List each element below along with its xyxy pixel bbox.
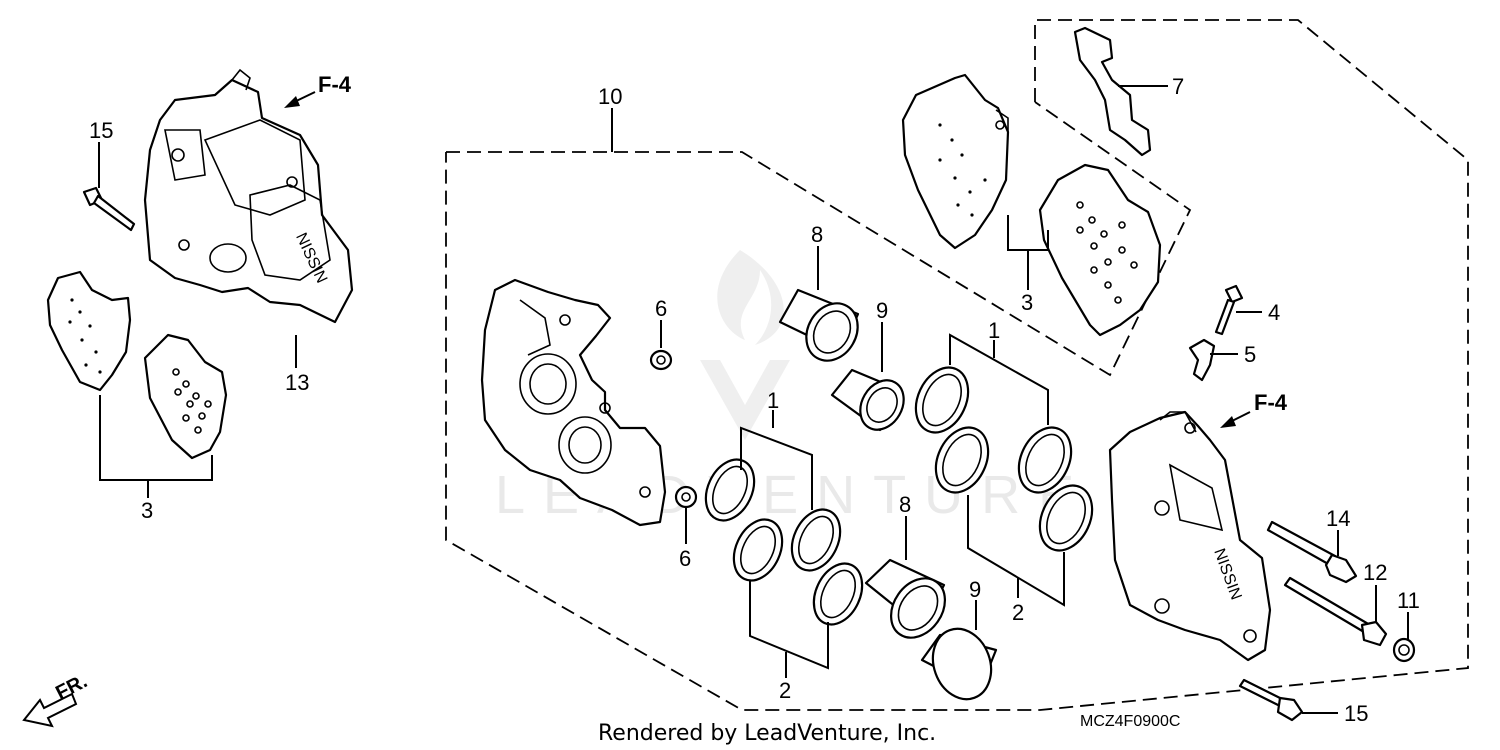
callout-11: 11: [1397, 588, 1420, 613]
reference-arrow-left: F-4: [284, 72, 352, 108]
leader-lines: [98, 85, 1409, 714]
caliper-body-center[interactable]: [480, 278, 667, 527]
piston-8-upper[interactable]: [778, 288, 868, 370]
seal-2-left-b[interactable]: [805, 556, 872, 633]
callout-13: 13: [285, 370, 309, 395]
right-caliper[interactable]: NISSIN: [1108, 410, 1272, 662]
callout-3-right: 3: [1021, 290, 1033, 315]
bolt-15-right[interactable]: [1238, 678, 1304, 722]
assembly-outline-10: [445, 19, 1469, 711]
brake-pad-right-rear[interactable]: [1038, 163, 1162, 337]
left-caliper-13[interactable]: NISSIN: [143, 68, 354, 324]
reference-label-right: F-4: [1254, 390, 1288, 415]
front-label: FR.: [52, 670, 91, 704]
bolt-14[interactable]: [1266, 520, 1358, 584]
callout-1-left: 1: [767, 388, 779, 413]
callout-4: 4: [1268, 300, 1280, 325]
callout-6-upper: 6: [655, 296, 667, 321]
callout-1-right: 1: [988, 318, 1000, 343]
callout-3-left: 3: [141, 498, 153, 523]
callout-8-upper: 8: [811, 222, 823, 247]
pad-spring-7[interactable]: [1073, 26, 1152, 157]
callout-5: 5: [1244, 342, 1256, 367]
nut-6-lower[interactable]: [674, 485, 698, 509]
callout-2-right: 2: [1012, 600, 1024, 625]
callout-15-left: 15: [89, 118, 113, 143]
callout-10: 10: [598, 84, 622, 109]
callout-2-left: 2: [779, 678, 791, 703]
callout-9-upper: 9: [876, 298, 888, 323]
callout-9-lower: 9: [969, 577, 981, 602]
piston-9-upper[interactable]: [830, 368, 912, 438]
reference-arrow-right: F-4: [1220, 390, 1288, 428]
piston-9-lower[interactable]: [920, 621, 1001, 708]
seal-1-right-b[interactable]: [1009, 419, 1081, 501]
callout-8-lower: 8: [899, 492, 911, 517]
callout-7: 7: [1172, 74, 1184, 99]
brake-pad-left-front[interactable]: [46, 270, 132, 392]
brake-pad-left-rear[interactable]: [143, 333, 228, 460]
seal-2-right-b[interactable]: [1030, 477, 1102, 559]
callout-6-lower: 6: [679, 546, 691, 571]
front-direction-indicator: FR.: [22, 670, 91, 728]
pin-clip-5[interactable]: [1188, 338, 1216, 382]
seal-1-right-a[interactable]: [906, 359, 978, 441]
seal-1-left-a[interactable]: [697, 452, 764, 529]
footer-credit: Rendered by LeadVenture, Inc.: [598, 721, 936, 746]
nut-6-upper[interactable]: [649, 349, 673, 371]
callout-15-right: 15: [1344, 701, 1368, 726]
pad-pin-4[interactable]: [1214, 284, 1244, 336]
callout-12: 12: [1363, 560, 1387, 585]
bolt-15-left[interactable]: [82, 186, 136, 232]
callout-numbers: 15 13 3 10 6 6 8 9 1 2 1 2 8 9 3 7 4 5 1…: [89, 74, 1420, 726]
seal-2-right-a[interactable]: [926, 419, 998, 501]
seal-1-left-b[interactable]: [783, 502, 850, 579]
piston-8-lower[interactable]: [864, 558, 956, 648]
pin-12[interactable]: [1283, 576, 1388, 647]
brake-pad-right-front[interactable]: [901, 73, 1010, 250]
plug-11[interactable]: [1392, 637, 1416, 663]
reference-label-left: F-4: [318, 72, 352, 97]
diagram-code: MCZ4F0900C: [1080, 713, 1180, 730]
callout-14: 14: [1326, 506, 1350, 531]
seal-2-left-a[interactable]: [725, 512, 792, 589]
